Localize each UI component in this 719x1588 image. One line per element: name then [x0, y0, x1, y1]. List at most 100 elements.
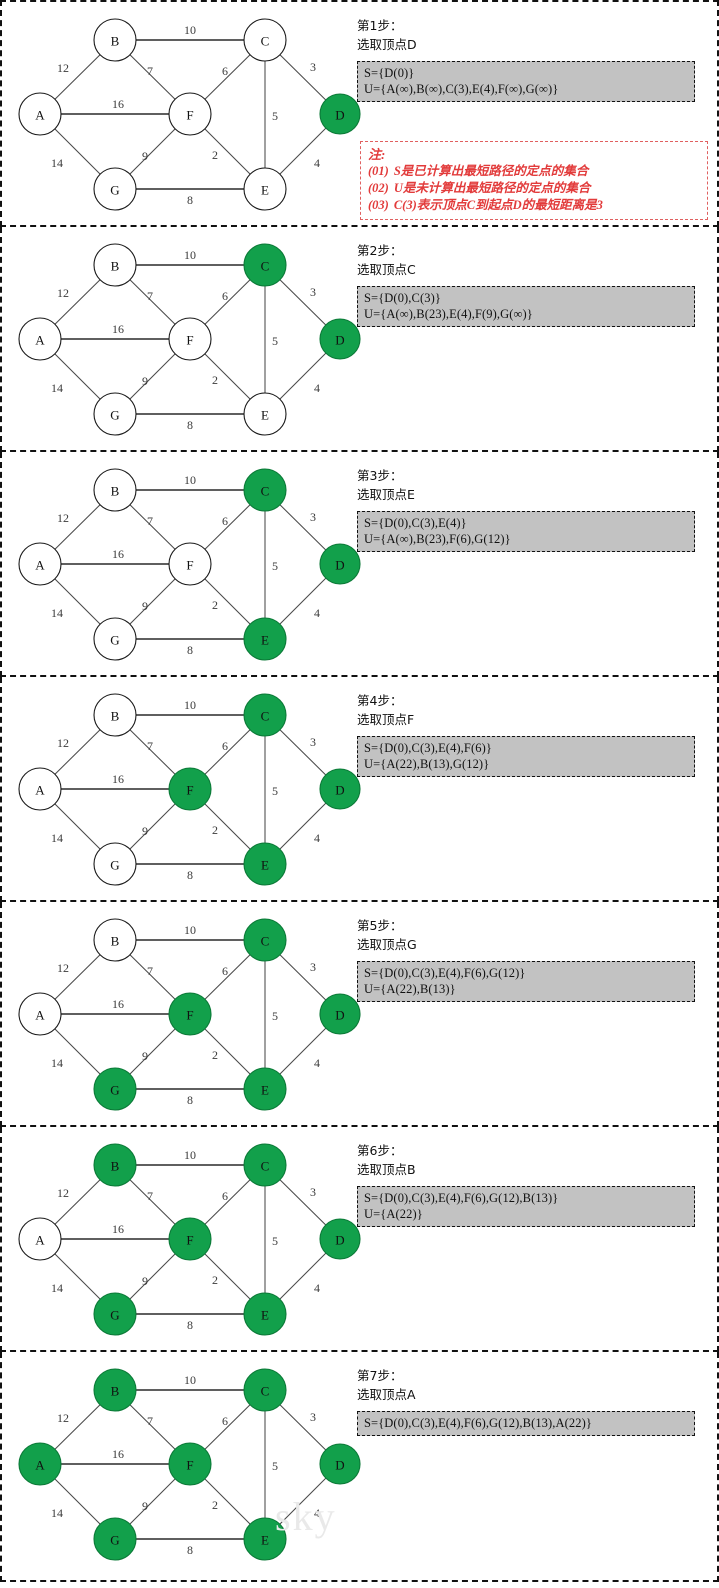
graph-node-C[interactable]: [243, 693, 287, 737]
graph-node-F[interactable]: [168, 317, 212, 361]
graph-node-E[interactable]: [243, 1292, 287, 1336]
graph-node-D[interactable]: [319, 1443, 361, 1485]
graph-node-E[interactable]: [243, 842, 287, 886]
edge-F-E: [204, 1253, 251, 1300]
graph-node-A[interactable]: [18, 1442, 62, 1486]
edge-F-G: [129, 128, 176, 175]
edge-weight-C-D: 3: [310, 60, 316, 74]
edge-weight-F-E: 2: [212, 823, 218, 837]
graph-node-C[interactable]: [243, 243, 287, 287]
edge-weight-D-E: 4: [314, 156, 320, 170]
graph-node-label-E: E: [261, 1308, 269, 1323]
edge-weight-F-G: 9: [142, 824, 148, 838]
graph-node-A[interactable]: [18, 542, 62, 586]
graph-node-D[interactable]: [319, 768, 361, 810]
graph-node-F[interactable]: [168, 1442, 212, 1486]
graph-node-G[interactable]: [93, 1517, 137, 1561]
set-s-line-5: S={D(0),C(3),E(4),F(6),G(12)}: [364, 966, 526, 980]
graph-node-label-B: B: [111, 709, 120, 724]
graph-node-E[interactable]: [243, 1067, 287, 1111]
graph-node-D[interactable]: [319, 93, 361, 135]
graph-node-B[interactable]: [93, 1143, 137, 1187]
graph-node-B[interactable]: [93, 18, 137, 62]
edge-weight-B-F: 7: [147, 964, 153, 978]
graph-node-E[interactable]: [243, 617, 287, 661]
graph-node-B[interactable]: [93, 468, 137, 512]
graph-node-G[interactable]: [93, 167, 137, 211]
edge-A-G: [54, 353, 101, 400]
graph-node-C[interactable]: [243, 468, 287, 512]
graph-node-label-F: F: [186, 333, 193, 348]
graph-node-F[interactable]: [168, 767, 212, 811]
edge-weight-B-C: 10: [184, 923, 196, 937]
graph-node-G[interactable]: [93, 1067, 137, 1111]
edge-weight-C-F: 6: [222, 1189, 228, 1203]
step-title-3: 第3步： 选取顶点E: [357, 468, 415, 502]
edge-weight-C-F: 6: [222, 289, 228, 303]
graph-node-F[interactable]: [168, 542, 212, 586]
edge-weight-A-F: 16: [112, 322, 124, 336]
edge-B-F: [129, 1404, 176, 1450]
graph-node-G[interactable]: [93, 1292, 137, 1336]
graph-node-C[interactable]: [243, 918, 287, 962]
graph-node-E[interactable]: [243, 392, 287, 436]
graph-node-F[interactable]: [168, 992, 212, 1036]
graph-node-A[interactable]: [18, 92, 62, 136]
graph-node-F[interactable]: [168, 1217, 212, 1261]
graph-node-D[interactable]: [319, 1218, 361, 1260]
graph-node-D[interactable]: [319, 543, 361, 585]
graph-node-C[interactable]: [243, 1368, 287, 1412]
graph-node-A[interactable]: [18, 767, 62, 811]
edge-B-F: [129, 54, 176, 100]
graph-node-G[interactable]: [93, 392, 137, 436]
graph-node-G[interactable]: [93, 842, 137, 886]
edge-weight-G-E: 8: [187, 193, 193, 207]
graph-node-label-G: G: [110, 408, 119, 423]
su-box-6: S={D(0),C(3),E(4),F(6),G(12),B(13)}U={A(…: [357, 1186, 695, 1227]
edge-C-D: [279, 1404, 327, 1451]
graph-node-B[interactable]: [93, 1368, 137, 1412]
step-title-2: 第2步： 选取顶点C: [357, 243, 416, 277]
edge-A-B: [54, 54, 101, 100]
edge-D-E: [279, 352, 327, 400]
edge-B-F: [129, 729, 176, 775]
graph-node-E[interactable]: [243, 167, 287, 211]
graph-node-B[interactable]: [93, 243, 137, 287]
graph-node-A[interactable]: [18, 317, 62, 361]
graph-node-A[interactable]: [18, 992, 62, 1036]
graph-node-G[interactable]: [93, 617, 137, 661]
edge-F-G: [129, 1028, 176, 1075]
edge-weight-B-F: 7: [147, 1189, 153, 1203]
edge-weight-F-E: 2: [212, 1273, 218, 1287]
graph-node-label-C: C: [261, 259, 270, 274]
edge-A-B: [54, 729, 101, 775]
edge-C-F: [204, 54, 251, 100]
edge-weight-B-C: 10: [184, 248, 196, 262]
graph-node-C[interactable]: [243, 1143, 287, 1187]
graph-node-F[interactable]: [168, 92, 212, 136]
edge-weight-C-E: 5: [272, 559, 278, 573]
edge-weight-G-E: 8: [187, 643, 193, 657]
graph-node-D[interactable]: [319, 993, 361, 1035]
edge-F-E: [204, 578, 251, 625]
graph-node-A[interactable]: [18, 1217, 62, 1261]
edge-weight-A-F: 16: [112, 772, 124, 786]
edge-weight-C-E: 5: [272, 784, 278, 798]
edge-F-E: [204, 1028, 251, 1075]
edge-B-F: [129, 954, 176, 1000]
graph-node-C[interactable]: [243, 18, 287, 62]
graph-node-B[interactable]: [93, 693, 137, 737]
graph-node-B[interactable]: [93, 918, 137, 962]
graph-node-E[interactable]: [243, 1517, 287, 1561]
edge-weight-D-E: 4: [314, 1056, 320, 1070]
graph-node-D[interactable]: [319, 318, 361, 360]
edge-A-G: [54, 578, 101, 625]
graph-node-label-D: D: [335, 1008, 344, 1023]
